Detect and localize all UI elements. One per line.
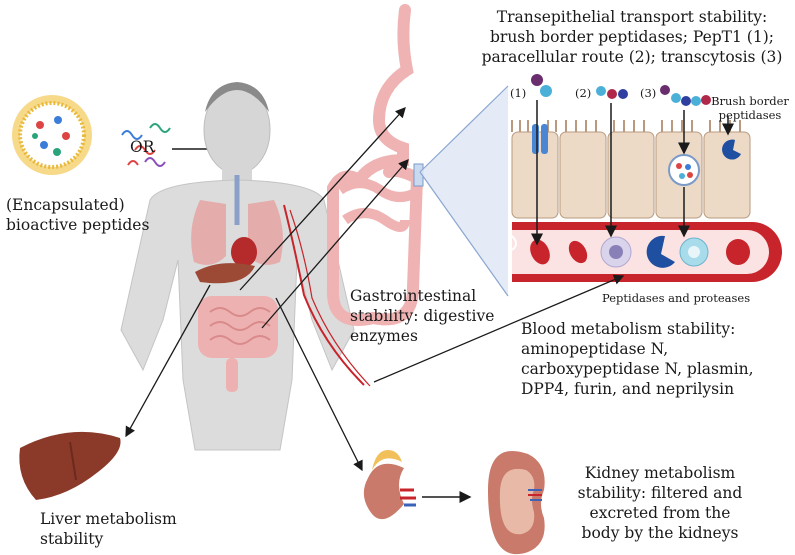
- peptide-route1-icon: [531, 74, 552, 97]
- encapsulated-label-line1: (Encapsulated): [6, 196, 125, 214]
- liver-label-line2: stability: [40, 530, 104, 548]
- liver-in-body-icon: [195, 263, 255, 284]
- liver-icon: [19, 431, 121, 500]
- or-label: OR: [130, 138, 155, 156]
- red-blood-cell-icon: [530, 239, 750, 265]
- brush-border-peptidase-icon: [722, 139, 741, 160]
- peptide-route2-icon: [596, 86, 628, 99]
- blood-label-line1: Blood metabolism stability:: [521, 320, 736, 338]
- intestines-in-body-icon: [198, 296, 278, 392]
- transcytosis-vesicle-icon: [668, 154, 700, 186]
- kidney-label-line1: Kidney metabolism: [584, 464, 736, 482]
- blood-label-line4: DPP4, furin, and neprilysin: [521, 380, 735, 398]
- gi-label-line1: Gastrointestinal: [350, 287, 477, 305]
- transepithelial-title-line1: Transepithelial transport stability:: [496, 8, 768, 26]
- zoom-cone: [420, 86, 508, 296]
- lungs-icon: [191, 175, 283, 265]
- transepithelial-title-line2: brush border peptidases; PepT1 (1);: [489, 28, 774, 46]
- blood-label-line2: aminopeptidase N,: [521, 340, 669, 358]
- brush-border-label-line2: peptidases: [718, 108, 782, 122]
- kidney-label-line4: body by the kidneys: [581, 524, 739, 542]
- gi-label-line3: enzymes: [350, 327, 418, 345]
- gi-tract-icon: [326, 4, 424, 326]
- route-arrows: [531, 100, 734, 246]
- free-peptides-icon: [121, 123, 171, 167]
- peptidases-proteases-label: Peptidases and proteases: [602, 291, 751, 305]
- blood-peptidase-icon: [646, 235, 675, 268]
- brush-border-label-line1: Brush border: [711, 94, 789, 108]
- route1-label: (1): [510, 86, 527, 100]
- peptide-route3-icon: [660, 85, 711, 106]
- kidney-label-line2: stability: filtered and: [577, 484, 743, 502]
- route3-label: (3): [640, 86, 657, 100]
- liver-label-line1: Liver metabolism: [40, 510, 177, 528]
- kidney-label-line3: excreted from the: [589, 504, 731, 522]
- route2-label: (2): [575, 86, 592, 100]
- immune-cell-icon: [600, 236, 709, 268]
- transepithelial-title-line3: paracellular route (2); transcytosis (3): [481, 48, 783, 66]
- blood-label-line3: carboxypeptidase N, plasmin,: [521, 360, 754, 378]
- epithelium-panel: [511, 120, 782, 282]
- heart-icon: [231, 237, 257, 267]
- arm-blood-vessel-icon: [283, 204, 371, 387]
- liposome-icon: [12, 95, 92, 175]
- gi-label-line2: stability: digestive: [350, 307, 495, 325]
- kidney-icon: [363, 450, 416, 520]
- kidney-cross-section-icon: [488, 450, 545, 555]
- encapsulated-label-line2: bioactive peptides: [6, 216, 150, 234]
- connector-arrows: [125, 107, 625, 472]
